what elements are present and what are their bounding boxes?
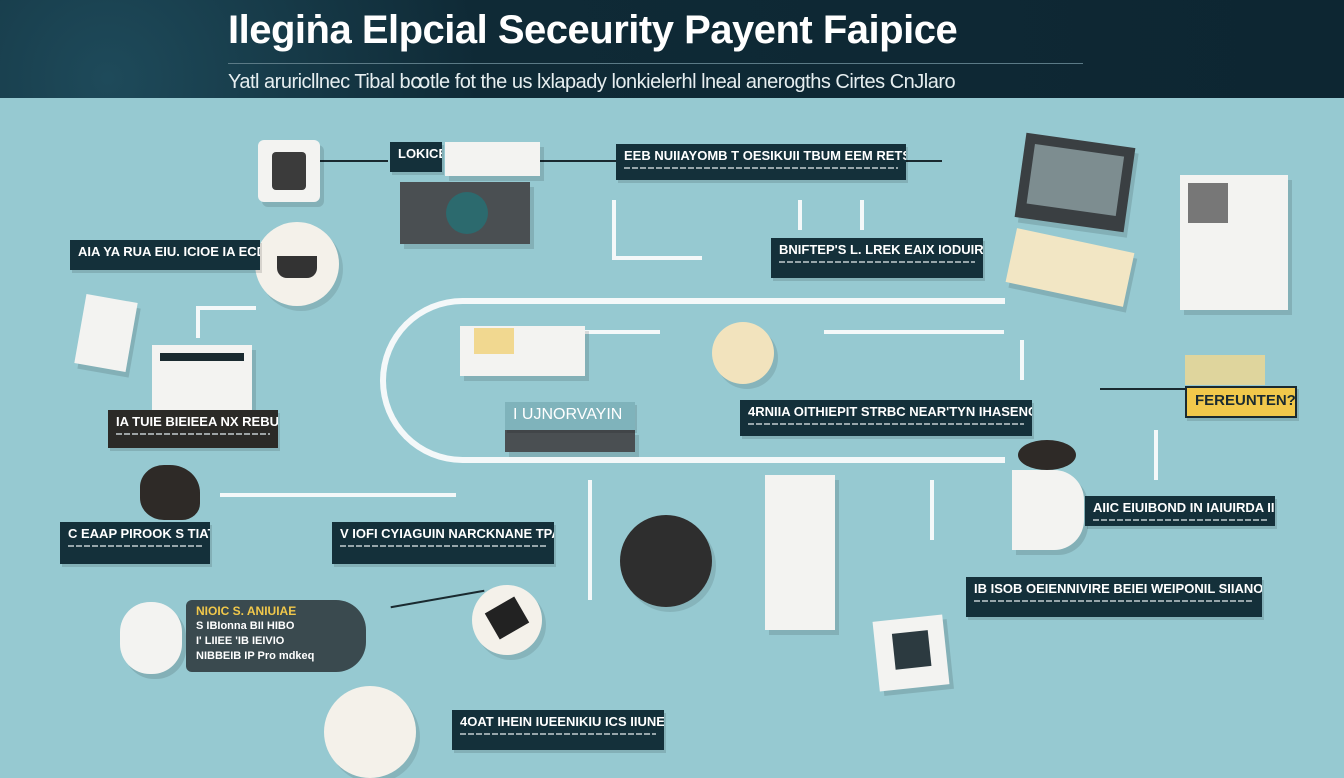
laptop-icon — [1014, 132, 1136, 233]
connector — [588, 480, 592, 600]
label-text: V IOFI CYIAGUIN NARCKNANE TPAILI NS — [340, 526, 554, 541]
promo-line: S IBIonna BII HIBO — [196, 620, 295, 632]
header-divider — [228, 63, 1083, 64]
report-icon — [765, 475, 835, 630]
label-text: FEREUNTEN? — [1195, 392, 1296, 409]
connector — [612, 256, 702, 260]
label-top-center: EEB NUIIAYOMB T OESIKUII TBUM EEM RETSIL… — [616, 144, 906, 180]
bee-hand-icon — [120, 602, 182, 674]
fraud-puzzle-icon — [620, 515, 712, 607]
computer-monitor-icon — [1180, 175, 1288, 310]
connector — [798, 200, 802, 230]
connector — [930, 480, 934, 540]
label-text: 4RNIIA OITHIEPIT STRBC NEAR'TYN IHASENCE… — [748, 404, 1032, 419]
label-right-mid: AIIC EIUIBOND IN IAIUIRDA IIOANE — [1085, 496, 1275, 526]
label-text: EEB NUIIAYOMB T OESIKUII TBUM EEM RETSIL… — [624, 148, 906, 163]
promo-headline: NIOIC S. ANIUIAE — [196, 604, 297, 618]
promo-line: I' LIIEE 'IB IEIVIO — [196, 635, 285, 647]
connector — [1154, 430, 1158, 480]
connector — [860, 200, 864, 230]
hacker-icon — [1018, 440, 1076, 470]
connector — [390, 589, 485, 609]
keyboard-icon — [505, 430, 635, 452]
connector — [540, 160, 616, 162]
label-left-top: AIA YA RUA EIU. ICIOE IA ECDIK — [70, 240, 260, 270]
label-left-bottom: C EAAP PIROOK S TIATIES — [60, 522, 210, 564]
flow-track — [380, 298, 1005, 463]
label-center-bottom: V IOFI CYIAGUIN NARCKNANE TPAILI NS — [332, 522, 554, 564]
connector — [585, 330, 660, 334]
phone-icon — [258, 140, 320, 202]
credit-card-icon — [460, 326, 585, 376]
connector — [1020, 340, 1024, 380]
header-banner: Ilegiṅa Elpcial Seceurity Payent Faipice… — [0, 0, 1344, 98]
coin-icon — [712, 322, 774, 384]
label-bottom: 4OAT IHEIN IUEENIKIU ICS IIUNE — [452, 710, 664, 750]
connector — [220, 493, 456, 497]
connector — [612, 200, 616, 258]
warning-blocks-icon — [1185, 355, 1265, 385]
label-right-bottom: IB ISOB OEIENNIVIRE BEIEI WEIPONIL SIIAN… — [966, 577, 1262, 617]
badge-icon — [324, 686, 416, 778]
promo-tag: NIOIC S. ANIUIAE S IBIonna BII HIBO I' L… — [186, 600, 366, 672]
wallet-icon — [255, 222, 339, 306]
connector — [1100, 388, 1185, 390]
label-text: AIA YA RUA EIU. ICIOE IA ECDIK — [78, 244, 260, 259]
connector — [196, 308, 200, 338]
label-unorvayin: I UJNORVAYIN — [505, 402, 635, 430]
page-title: Ilegiṅa Elpcial Seceurity Payent Faipice — [228, 8, 958, 52]
label-center-right: 4RNIIA OITHIEPIT STRBC NEAR'TYN IHASENCE… — [740, 400, 1032, 436]
card-icon — [445, 142, 540, 176]
person-icon — [140, 465, 200, 520]
document-icon — [152, 345, 252, 413]
label-bnifteps: BNIFTEP'S L. LREK EAIX IODUIR EN — [771, 238, 983, 278]
pen-document-icon — [1005, 228, 1135, 307]
key-icon — [472, 585, 542, 655]
label-text: BNIFTEP'S L. LREK EAIX IODUIR EN — [779, 242, 983, 257]
shield-document-icon — [1012, 470, 1084, 550]
promo-line: NIBBEIB IP Pro mdkeq — [196, 650, 315, 662]
page-subtitle: Yatl aruricllnec Tibal bꝏtle fot the us … — [228, 71, 956, 93]
payment-terminal-icon — [400, 182, 530, 244]
label-text: AIIC EIUIBOND IN IAIUIRDA IIOANE — [1093, 500, 1275, 515]
label-text: 4OAT IHEIN IUEENIKIU ICS IIUNE — [460, 714, 664, 729]
label-text: IA TUIE BIEIEEA NX REBUES — [116, 414, 278, 429]
connector — [320, 160, 388, 162]
receipt-icon — [74, 294, 138, 372]
label-text: IB ISOB OEIENNIVIRE BEIEI WEIPONIL SIIAN… — [974, 581, 1262, 596]
connector — [196, 306, 256, 310]
tablet-icon — [872, 614, 950, 692]
label-left-mid: IA TUIE BIEIEEA NX REBUES — [108, 410, 278, 448]
connector — [824, 330, 1004, 334]
label-text: C EAAP PIROOK S TIATIES — [68, 526, 210, 541]
warning-label: FEREUNTEN? — [1185, 386, 1297, 418]
connector — [906, 160, 942, 162]
label-text: I UJNORVAYIN — [513, 406, 623, 423]
